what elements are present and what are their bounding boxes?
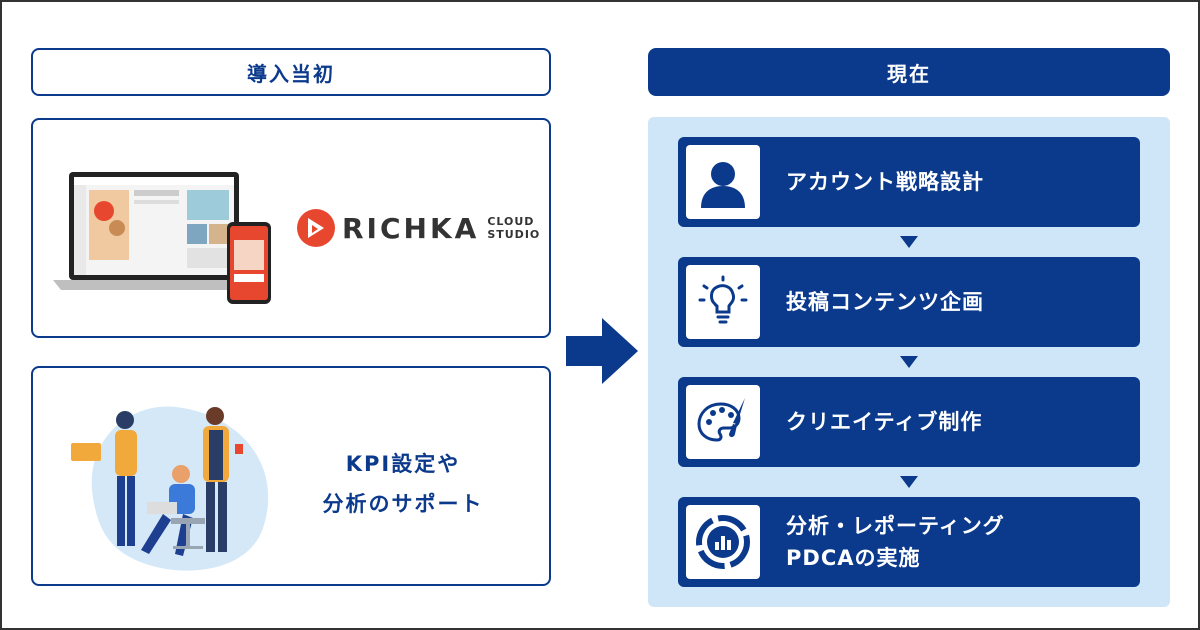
current-phase-title: 現在 <box>887 61 931 86</box>
step-analysis-pdca: 分析・レポーティング PDCAの実施 <box>678 497 1140 587</box>
step-1-label: アカウント戦略設計 <box>786 170 984 194</box>
step-account-strategy: アカウント戦略設計 <box>678 137 1140 227</box>
lightbulb-icon <box>686 265 760 339</box>
product-card: RICHKA CLOUD STUDIO <box>31 118 551 338</box>
step-creative-production: クリエイティブ制作 <box>678 377 1140 467</box>
team-illustration <box>71 406 269 571</box>
down-arrow-icon <box>900 236 918 248</box>
step-4-label-line-2: PDCAの実施 <box>786 546 921 570</box>
step-4-label: 分析・レポーティング PDCAの実施 <box>786 497 1126 587</box>
down-arrow-icon <box>900 476 918 488</box>
initial-phase-header: 導入当初 <box>31 48 551 96</box>
richka-logo-mark-icon <box>297 209 335 247</box>
richka-logo: RICHKA CLOUD STUDIO <box>296 208 540 248</box>
step-4-label-line-1: 分析・レポーティング <box>786 514 1005 538</box>
analytics-chart-icon <box>686 505 760 579</box>
down-arrow-icon <box>900 356 918 368</box>
initial-phase-title: 導入当初 <box>247 61 335 86</box>
step-2-label: 投稿コンテンツ企画 <box>786 290 984 314</box>
logo-subtitle-line2: STUDIO <box>487 228 541 241</box>
laptop-phone-mockup-image <box>53 172 271 304</box>
step-content-planning: 投稿コンテンツ企画 <box>678 257 1140 347</box>
support-card: KPI設定や 分析のサポート <box>31 366 551 586</box>
logo-subtitle: CLOUD STUDIO <box>487 215 540 241</box>
logo-wordmark: RICHKA <box>342 211 480 245</box>
person-icon <box>686 145 760 219</box>
support-description: KPI設定や 分析のサポート <box>308 444 498 524</box>
transition-arrow-icon <box>566 318 638 384</box>
current-phase-header: 現在 <box>648 48 1170 96</box>
palette-icon <box>686 385 760 459</box>
logo-subtitle-line1: CLOUD <box>487 215 535 228</box>
support-line-2: 分析のサポート <box>322 492 484 516</box>
support-line-1: KPI設定や <box>345 452 461 476</box>
step-3-label: クリエイティブ制作 <box>786 410 983 434</box>
